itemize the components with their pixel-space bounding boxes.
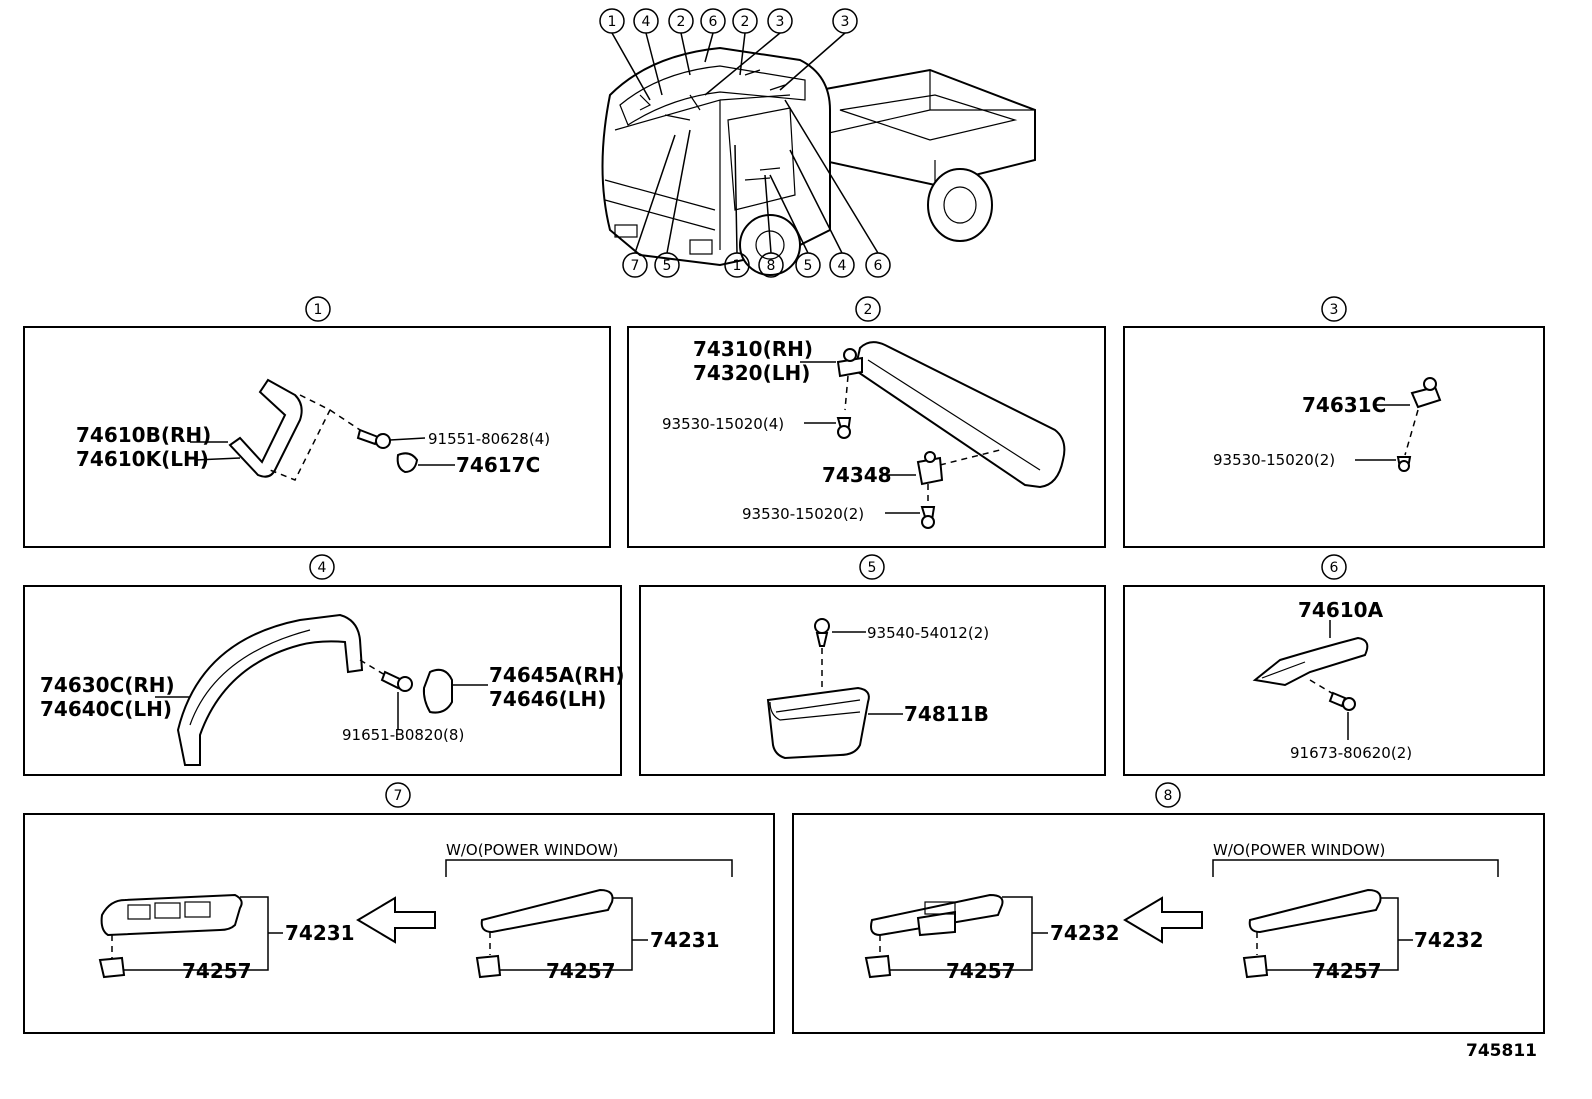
s5-label-0: 93540-54012(2) [867, 624, 989, 642]
callout-bottom-4: 5 [804, 258, 813, 274]
section-5-number: 5 [868, 560, 877, 576]
callout-bottom-3: 8 [767, 258, 776, 274]
section-2-number: 2 [864, 302, 873, 318]
section-7-number: 7 [394, 788, 403, 804]
s4-label-3: 74646(LH) [489, 687, 606, 711]
s1-label-3: 74617C [456, 453, 540, 477]
s7-label-3: 74257 [546, 959, 616, 983]
s8-label-0: 74232 [1050, 921, 1120, 945]
s2-label-4: 93530-15020(2) [742, 505, 864, 523]
s7-label-1: 74257 [182, 959, 252, 983]
section-4-number: 4 [318, 560, 327, 576]
s8-note: W/O(POWER WINDOW) [1213, 841, 1385, 859]
s2-label-2: 93530-15020(4) [662, 415, 784, 433]
section-3-frame [1123, 326, 1545, 548]
callout-top-4: 2 [741, 14, 750, 30]
section-3: 3 74631C 93530-15020(2) [1123, 296, 1545, 548]
section-4-frame [23, 585, 622, 776]
section-5: 5 93540-54012(2) 74811B [639, 554, 1106, 776]
section-4: 4 74630C(RH) 74640C(LH) 74645A(RH) 74646… [23, 554, 624, 776]
s4-label-1: 74640C(LH) [40, 697, 172, 721]
section-1-number: 1 [314, 302, 323, 318]
callout-top-2: 2 [677, 14, 686, 30]
s8-label-2: 74232 [1414, 928, 1484, 952]
s4-label-2: 74645A(RH) [489, 663, 624, 687]
s4-label-0: 74630C(RH) [40, 673, 175, 697]
callout-top-5: 3 [776, 14, 785, 30]
s2-label-3: 74348 [822, 463, 892, 487]
s2-label-1: 74320(LH) [693, 361, 810, 385]
s7-label-0: 74231 [285, 921, 355, 945]
section-3-number: 3 [1330, 302, 1339, 318]
callout-top-3: 6 [709, 14, 718, 30]
section-5-frame [639, 585, 1106, 776]
s3-label-1: 93530-15020(2) [1213, 451, 1335, 469]
section-7-frame [23, 813, 775, 1034]
figure-id: 745811 [1466, 1041, 1537, 1061]
section-2-frame [627, 326, 1106, 548]
section-2: 2 74310(RH) 74320(LH) 93530-15020(4) 743… [627, 296, 1106, 548]
s5-label-1: 74811B [904, 702, 989, 726]
truck-callouts-top: 1 4 2 6 2 3 3 [599, 8, 858, 34]
callout-top-1: 4 [642, 14, 651, 30]
section-7: 7 W/O(POWER WINDOW) 74231 74257 74231 74… [23, 782, 775, 1034]
section-8-frame [792, 813, 1545, 1034]
callout-bottom-1: 5 [663, 258, 672, 274]
s7-label-2: 74231 [650, 928, 720, 952]
callout-bottom-6: 6 [874, 258, 883, 274]
s6-label-0: 74610A [1298, 598, 1384, 622]
s8-label-1: 74257 [946, 959, 1016, 983]
s3-label-0: 74631C [1302, 393, 1386, 417]
callout-bottom-2: 1 [733, 258, 742, 274]
callout-bottom-0: 7 [631, 258, 640, 274]
section-1-frame [23, 326, 611, 548]
s1-label-2: 91551-80628(4) [428, 430, 550, 448]
s1-label-0: 74610B(RH) [76, 423, 211, 447]
s1-label-1: 74610K(LH) [76, 447, 209, 471]
s8-label-3: 74257 [1312, 959, 1382, 983]
truck-overview: 1 4 2 6 2 3 3 7 5 1 8 5 4 6 [599, 8, 1036, 278]
section-6-frame [1123, 585, 1545, 776]
callout-bottom-5: 4 [838, 258, 847, 274]
section-8-number: 8 [1164, 788, 1173, 804]
section-8: 8 W/O(POWER WINDOW) 74232 74257 74232 74… [792, 782, 1545, 1034]
s2-label-0: 74310(RH) [693, 337, 813, 361]
s4-label-4: 91651-B0820(8) [342, 726, 464, 744]
section-6-number: 6 [1330, 560, 1339, 576]
callout-top-6: 3 [841, 14, 850, 30]
section-1: 1 74610B(RH) 74610K(LH) 91551-80628(4) 7… [23, 296, 611, 548]
callout-top-0: 1 [608, 14, 617, 30]
s7-note: W/O(POWER WINDOW) [446, 841, 618, 859]
section-6: 6 74610A 91673-80620(2) [1123, 554, 1545, 776]
s6-label-1: 91673-80620(2) [1290, 744, 1412, 762]
